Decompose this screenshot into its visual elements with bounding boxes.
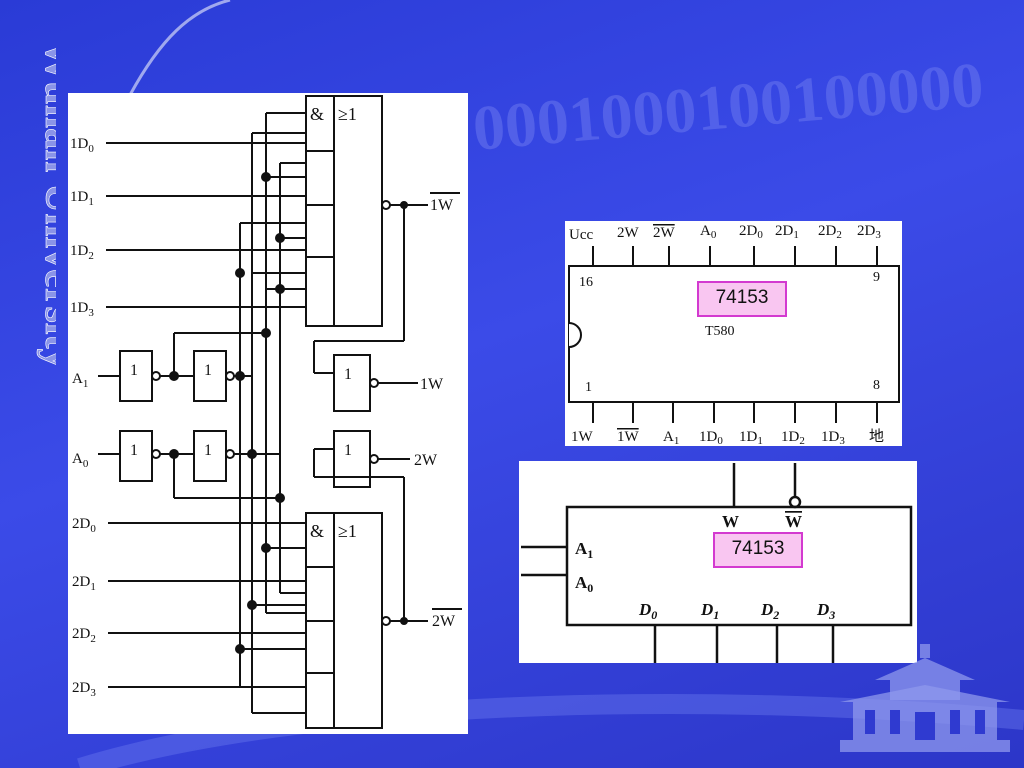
pin-bottom-4: 1D0 <box>699 429 723 446</box>
symbol-d3: D3 <box>816 600 835 622</box>
symbol-w: W <box>722 512 739 531</box>
svg-text:1: 1 <box>344 442 352 459</box>
symbol-d2: D2 <box>760 600 779 622</box>
building-logo-icon <box>840 644 1010 752</box>
logic-symbol: W W A1 A0 D0 D1 D2 D3 <box>521 463 913 663</box>
input-1d2: 1D2 <box>70 243 94 262</box>
part-code: T580 <box>705 324 735 339</box>
input-1d1: 1D1 <box>70 189 94 208</box>
pin-top-3: 2W <box>653 225 676 241</box>
pin-top-4: A0 <box>700 223 717 241</box>
input-a0: A0 <box>72 451 89 470</box>
logic-diagram-panel: & ≥1 1W 1D0 1D1 1D2 1D3 1 1 A1 1 1 A0 1 <box>68 93 468 734</box>
pin-bottom-6: 1D2 <box>781 429 805 446</box>
pinout-panel: Ucc 2W 2W A0 2D0 2D1 2D2 2D3 16 9 1 8 T5… <box>565 221 902 447</box>
pin-top-1: Ucc <box>569 227 593 243</box>
pinout-chip-label: 74153 <box>697 281 787 317</box>
svg-text:&: & <box>310 521 324 541</box>
upper-and-or-gate <box>305 95 383 327</box>
enable-inverter-1w <box>333 354 371 412</box>
output-2w: 2W <box>414 452 438 469</box>
input-1d3: 1D3 <box>70 300 94 319</box>
top-pin-leads <box>592 246 878 266</box>
input-2d0: 2D0 <box>72 516 96 535</box>
output-1w: 1W <box>420 376 444 393</box>
and-symbol: & <box>310 104 324 124</box>
pin-top-7: 2D2 <box>818 223 842 241</box>
output-2w-bar: 2W <box>432 613 456 630</box>
svg-text:≥1: ≥1 <box>338 521 357 541</box>
dip-pinout: Ucc 2W 2W A0 2D0 2D1 2D2 2D3 16 9 1 8 T5… <box>568 223 900 447</box>
pin-number-9: 9 <box>873 270 880 285</box>
upper-data-inputs <box>106 142 306 308</box>
pin-top-2: 2W <box>617 225 640 241</box>
symbol-w-bar: W <box>785 512 802 531</box>
bottom-pin-leads <box>592 402 878 423</box>
symbol-chip-label: 74153 <box>713 532 803 568</box>
input-a1: A1 <box>72 371 88 390</box>
symbol-a1: A1 <box>575 539 593 561</box>
pin-top-5: 2D0 <box>739 223 763 241</box>
university-name: Wuhan University <box>36 40 56 369</box>
pin-number-1: 1 <box>585 380 592 395</box>
svg-text:1: 1 <box>204 442 212 459</box>
svg-text:1: 1 <box>344 366 352 383</box>
enable-inverter-2w <box>333 430 371 488</box>
svg-text:1: 1 <box>130 362 138 379</box>
pin-bottom-8: 地 <box>869 428 884 445</box>
input-2d1: 2D1 <box>72 574 96 593</box>
pin-bottom-5: 1D1 <box>739 429 763 446</box>
pin-bottom-1: 1W <box>571 429 594 445</box>
output-1w-bar: 1W <box>430 197 454 214</box>
or-symbol: ≥1 <box>338 104 357 124</box>
pin-bottom-3: A1 <box>663 429 679 446</box>
svg-text:1: 1 <box>130 442 138 459</box>
pin-number-8: 8 <box>873 378 880 393</box>
background-digits: 0001000100100000 <box>470 49 986 164</box>
pin-bottom-7: 1D3 <box>821 429 845 446</box>
svg-text:1: 1 <box>204 362 212 379</box>
symbol-d1: D1 <box>700 600 719 622</box>
input-1d0: 1D0 <box>70 136 94 155</box>
symbol-body <box>565 505 913 627</box>
pin-bottom-2: 1W <box>617 429 640 445</box>
pin-number-16: 16 <box>579 275 593 290</box>
vertical-title: Wuhan University <box>36 40 56 370</box>
pin-top-6: 2D1 <box>775 223 799 241</box>
symbol-a0: A0 <box>575 573 593 595</box>
logic-diagram: & ≥1 1W 1D0 1D1 1D2 1D3 1 1 A1 1 1 A0 1 <box>70 95 462 729</box>
dip-notch <box>568 322 582 348</box>
input-2d3: 2D3 <box>72 680 96 699</box>
lower-data-inputs <box>108 522 306 688</box>
pin-top-8: 2D3 <box>857 223 881 241</box>
input-2d2: 2D2 <box>72 626 96 645</box>
symbol-d0: D0 <box>638 600 657 622</box>
